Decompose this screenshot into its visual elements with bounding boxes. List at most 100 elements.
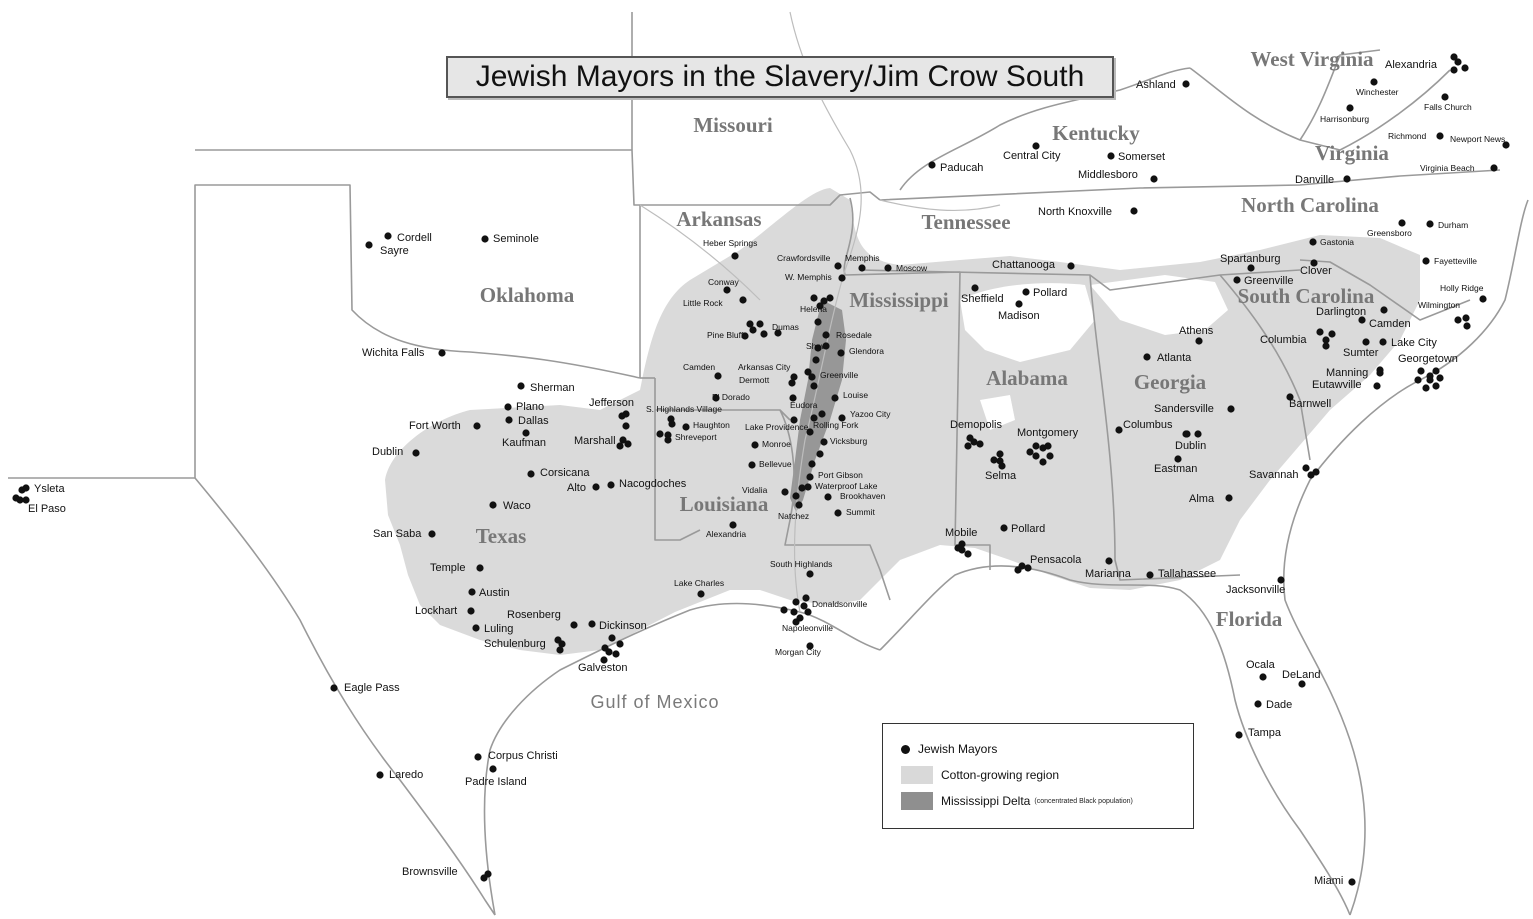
state-label-arkansas: Arkansas (676, 207, 761, 231)
mayor-dot (804, 368, 812, 376)
legend-mayors-row: Jewish Mayors (901, 742, 997, 756)
mayor-dot-atlanta (1143, 353, 1151, 361)
mayor-dot-vidalia (781, 488, 789, 496)
legend-mayors-label: Jewish Mayors (918, 742, 998, 756)
mayor-dot-virginia-beach (1490, 164, 1498, 172)
mayor-dot (796, 614, 804, 622)
mayor-dot (1426, 376, 1434, 384)
mayor-dot (12, 494, 20, 502)
mayor-dot (808, 460, 816, 468)
mayor-dot-lake-providence (790, 416, 798, 424)
city-label-durham: Durham (1438, 220, 1468, 230)
mayor-dot (1014, 566, 1022, 574)
mayor-dot (816, 450, 824, 458)
mayor-dot-sandersville (1227, 405, 1235, 413)
map-title-box: Jewish Mayors in the Slavery/Jim Crow So… (446, 56, 1114, 98)
mayor-dot (1044, 442, 1052, 450)
city-label-central-city: Central City (1003, 150, 1061, 162)
mayor-dot (790, 608, 798, 616)
mayor-dot (976, 440, 984, 448)
city-label-conway: Conway (708, 277, 739, 287)
city-label-alexandria: Alexandria (1385, 59, 1438, 71)
city-label-pensacola: Pensacola (1030, 554, 1082, 566)
mayor-dot (1436, 374, 1444, 382)
mayor-dot-wichita-falls (438, 349, 446, 357)
mayor-dot (816, 302, 824, 310)
city-label-plano: Plano (516, 401, 544, 413)
mayor-dot-brookhaven (824, 493, 832, 501)
city-label-ocala: Ocala (1246, 659, 1276, 671)
mayor-dot-waco (489, 501, 497, 509)
mayor-dot (1450, 66, 1458, 74)
mayor-dot (618, 412, 626, 420)
mayor-dot (1414, 376, 1422, 384)
mayor-dot-darlington (1380, 306, 1388, 314)
mayor-dot (958, 540, 966, 548)
mayor-dot-morgan-city (806, 642, 814, 650)
mayor-dot-south-highlands (806, 570, 814, 578)
city-label-greenville: Greenville (1244, 275, 1294, 287)
mayor-dot-w-memphis (838, 274, 846, 282)
city-label-miami: Miami (1314, 875, 1343, 887)
mayor-dot (798, 484, 806, 492)
city-label-nacogdoches: Nacogdoches (619, 478, 687, 490)
state-borders (8, 12, 1501, 601)
mayor-dot (1039, 458, 1047, 466)
mayor-dot-north-knoxville (1130, 207, 1138, 215)
mayor-dot-madison (1015, 300, 1023, 308)
city-label-wilmington: Wilmington (1418, 300, 1460, 310)
city-label-gastonia: Gastonia (1320, 237, 1354, 247)
mayor-dot (668, 420, 676, 428)
city-label-chattanooga: Chattanooga (992, 259, 1056, 271)
mayor-dot-yazoo-city (838, 414, 846, 422)
mayor-dot (1328, 330, 1336, 338)
mayor-dot-el-dorado (712, 394, 720, 402)
city-label-greensboro: Greensboro (1367, 228, 1412, 238)
city-label-louise: Louise (843, 390, 868, 400)
city-label-monroe: Monroe (762, 439, 791, 449)
city-label-dublin: Dublin (372, 446, 403, 458)
mayor-dot (996, 450, 1004, 458)
mayor-dot-fort-worth (473, 422, 481, 430)
city-label-ysleta: Ysleta (34, 483, 65, 495)
city-label-deland: DeLand (1282, 669, 1321, 681)
city-label-galveston: Galveston (578, 662, 628, 674)
city-label-greenville: Greenville (820, 370, 859, 380)
city-label-bellevue: Bellevue (759, 459, 792, 469)
state-label-georgia: Georgia (1134, 370, 1207, 394)
mayor-dot-crawfordsville (834, 262, 842, 270)
city-label-el-paso: El Paso (28, 503, 66, 515)
mayor-dot-laredo (376, 771, 384, 779)
mayor-dot-richmond (1436, 132, 1444, 140)
city-label-sandersville: Sandersville (1154, 403, 1214, 415)
city-label-clover: Clover (1300, 265, 1332, 277)
city-label-port-gibson: Port Gibson (818, 470, 863, 480)
mayor-dot-corpus-christi (474, 753, 482, 761)
mayor-dot (814, 318, 822, 326)
mayor-dot-tampa (1235, 731, 1243, 739)
mayor-dot-winchester (1370, 78, 1378, 86)
city-label-fort-worth: Fort Worth (409, 420, 461, 432)
mayor-dot (780, 606, 788, 614)
city-label-demopolis: Demopolis (950, 419, 1002, 431)
mayor-dot (616, 442, 624, 450)
mayor-dot-tallahassee (1146, 571, 1154, 579)
mayor-dot (600, 656, 608, 664)
city-label-lockhart: Lockhart (415, 605, 457, 617)
city-label-fayetteville: Fayetteville (1434, 256, 1477, 266)
legend-delta-swatch (901, 792, 933, 810)
mayor-dot-harrisonburg (1346, 104, 1354, 112)
city-label-dumas: Dumas (772, 322, 799, 332)
mayor-dot-spartanburg (1247, 264, 1255, 272)
mayor-dot-deland (1298, 680, 1306, 688)
state-label-texas: Texas (476, 524, 527, 548)
city-label-pollard: Pollard (1033, 287, 1067, 299)
mayor-dot-falls-church (1441, 93, 1449, 101)
city-label-vicksburg: Vicksburg (830, 436, 867, 446)
city-label-camden: Camden (1369, 318, 1411, 330)
mississippi-delta (790, 300, 846, 512)
mayor-dot-lake-charles (697, 590, 705, 598)
city-label-glendora: Glendora (849, 346, 884, 356)
